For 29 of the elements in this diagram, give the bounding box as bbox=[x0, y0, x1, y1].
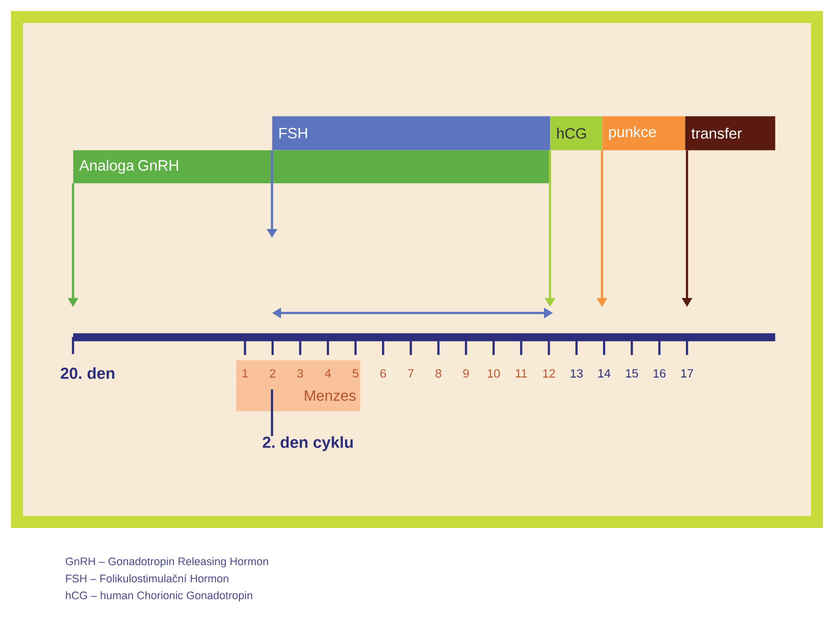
leader-line bbox=[270, 389, 274, 436]
tick-number: 16 bbox=[654, 369, 666, 378]
timeline-bar bbox=[73, 333, 776, 342]
tick-number: 9 bbox=[463, 369, 469, 378]
day-label: 2. den cyklu bbox=[262, 436, 353, 452]
tick-number: 6 bbox=[380, 369, 386, 378]
day-label: 20. den bbox=[60, 367, 114, 379]
footnote: GnRH – Gonadotropin Releasing Hormon bbox=[66, 557, 268, 568]
tick-number: 14 bbox=[598, 369, 610, 378]
bar-label: hCG bbox=[550, 116, 602, 150]
footnote: FSH – Folikulostimulační Hormon bbox=[66, 574, 228, 582]
tick-number: 1 bbox=[242, 369, 248, 378]
bar-label: punkce bbox=[602, 116, 686, 150]
tick-number: 11 bbox=[516, 369, 527, 378]
tick-number: 10 bbox=[488, 369, 500, 378]
bar-label: Analoga GnRH bbox=[73, 150, 550, 184]
bar-label: FSH bbox=[272, 116, 550, 150]
tick-number: 4 bbox=[324, 369, 331, 378]
tick-number: 12 bbox=[543, 369, 555, 378]
tick-number: 3 bbox=[297, 369, 304, 378]
tick-number: 17 bbox=[681, 369, 694, 378]
footnote: hCG – human Chorionic Gonadotropin bbox=[66, 591, 252, 602]
tick-number: 15 bbox=[626, 369, 638, 378]
bar-label: transfer bbox=[685, 116, 776, 150]
tick-number: 7 bbox=[408, 369, 414, 378]
tick-number: 8 bbox=[436, 369, 442, 378]
tick-number: 13 bbox=[570, 369, 583, 378]
tick-number: 2 bbox=[270, 369, 276, 378]
tick-number: 5 bbox=[352, 369, 358, 378]
